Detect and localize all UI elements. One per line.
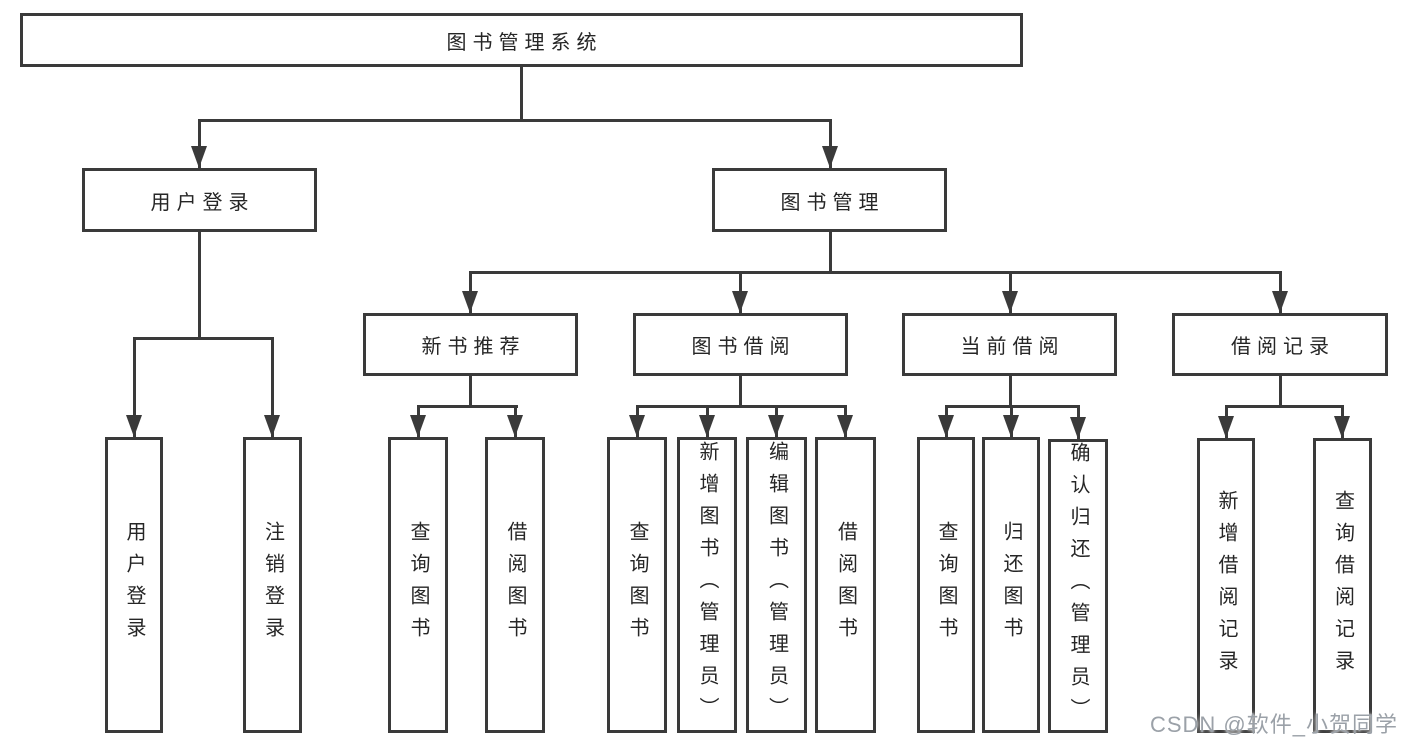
arrowhead-icon	[126, 415, 142, 437]
node-book-management: 图书管理	[712, 168, 947, 232]
connector-line	[197, 119, 201, 168]
arrowhead-icon	[837, 415, 853, 437]
arrowhead-icon	[462, 291, 478, 313]
connector-line	[468, 271, 1282, 274]
connector-line	[468, 376, 472, 407]
connector-line	[828, 232, 832, 274]
arrowhead-icon	[938, 415, 954, 437]
arrowhead-icon	[629, 415, 645, 437]
node-leaf-query-books: 查询图书	[607, 437, 667, 733]
node-leaf-add-borrow-record: 新增借阅记录	[1197, 438, 1255, 733]
node-leaf-borrow-books: 借阅图书	[485, 437, 545, 733]
node-book-borrowing: 图书借阅	[633, 313, 848, 376]
node-leaf-query-borrow-record: 查询借阅记录	[1313, 438, 1372, 733]
arrowhead-icon	[410, 415, 426, 437]
connector-line	[635, 405, 847, 408]
node-leaf-confirm-return-admin: 确认归还（管理员）	[1048, 439, 1108, 733]
node-new-book-recommend: 新书推荐	[363, 313, 578, 376]
arrowhead-icon	[1334, 416, 1350, 438]
node-leaf-user-login: 用户登录	[105, 437, 163, 733]
connector-line	[197, 119, 832, 122]
connector-line	[1224, 405, 1344, 408]
connector-line	[738, 376, 742, 407]
node-leaf-query-books: 查询图书	[917, 437, 975, 733]
node-leaf-edit-books-admin: 编辑图书（管理员）	[746, 437, 807, 733]
arrowhead-icon	[732, 291, 748, 313]
connector-line	[1278, 376, 1282, 407]
arrowhead-icon	[822, 146, 838, 168]
connector-line	[197, 232, 201, 340]
connector-line	[270, 337, 274, 437]
connector-line	[132, 337, 136, 437]
connector-line	[828, 119, 832, 168]
node-leaf-logout: 注销登录	[243, 437, 302, 733]
arrowhead-icon	[768, 415, 784, 437]
connector-line	[416, 405, 518, 408]
node-leaf-return-books: 归还图书	[982, 437, 1040, 733]
arrowhead-icon	[191, 146, 207, 168]
node-leaf-query-books: 查询图书	[388, 437, 448, 733]
node-leaf-add-books-admin: 新增图书（管理员）	[677, 437, 737, 733]
arrowhead-icon	[507, 415, 523, 437]
node-leaf-borrow-books: 借阅图书	[815, 437, 876, 733]
arrowhead-icon	[1002, 291, 1018, 313]
connector-line	[519, 67, 523, 121]
arrowhead-icon	[264, 415, 280, 437]
node-root-system: 图书管理系统	[20, 13, 1023, 67]
arrowhead-icon	[1003, 415, 1019, 437]
arrowhead-icon	[1218, 416, 1234, 438]
arrowhead-icon	[1070, 417, 1086, 439]
node-current-borrowing: 当前借阅	[902, 313, 1117, 376]
arrowhead-icon	[1272, 291, 1288, 313]
node-borrowing-records: 借阅记录	[1172, 313, 1388, 376]
csdn-watermark: CSDN @软件_小贺同学	[1149, 712, 1398, 737]
arrowhead-icon	[699, 415, 715, 437]
connector-line	[132, 337, 274, 340]
node-user-login: 用户登录	[82, 168, 317, 232]
connector-line	[1008, 376, 1012, 407]
